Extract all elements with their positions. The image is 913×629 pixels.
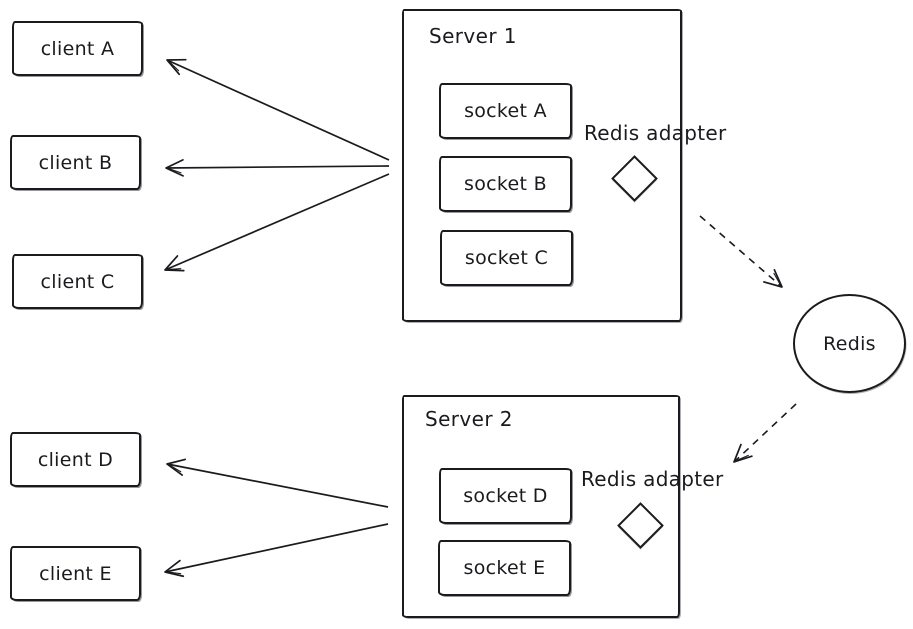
redis-node: Redis [793,294,906,393]
arrow-server1-to-client-a [166,58,390,161]
socket-d-label: socket D [463,485,548,507]
socket-b-label: socket B [464,173,547,195]
client-a-label: client A [40,37,115,60]
arrow-server2-to-client-d [166,458,389,508]
client-e-node: client E [10,546,141,601]
client-c-node: client C [12,254,143,309]
socket-c-label: socket C [464,247,549,269]
server-1-redis-adapter-label: Redis adapter [584,121,727,145]
arrow-server1-to-client-b [165,158,390,177]
client-c-label: client C [40,270,115,293]
arrow-redis-to-server2-adapter [733,403,797,463]
client-a-node: client A [12,21,143,76]
arrow-server1-to-client-c [164,173,390,272]
socket-e-label: socket E [463,557,546,579]
socket-c-node: socket C [440,230,573,286]
socket-d-node: socket D [439,468,572,524]
arrow-server1-adapter-to-redis [699,215,783,288]
client-d-node: client D [10,432,141,487]
socket-e-node: socket E [438,540,571,596]
socket-b-node: socket B [439,156,572,212]
socket-a-node: socket A [439,83,572,139]
server-2-redis-adapter-label: Redis adapter [581,467,724,491]
client-e-label: client E [39,562,112,585]
server-2-node: Server 2 socket D socket E [402,395,680,618]
socket-a-label: socket A [464,100,547,122]
client-d-label: client D [37,448,114,471]
client-b-label: client B [38,151,113,174]
server-2-title: Server 2 [425,407,513,431]
server-1-title: Server 1 [429,24,517,48]
arrow-server2-to-client-e [164,523,389,578]
redis-label: Redis [823,332,876,355]
client-b-node: client B [10,135,141,190]
